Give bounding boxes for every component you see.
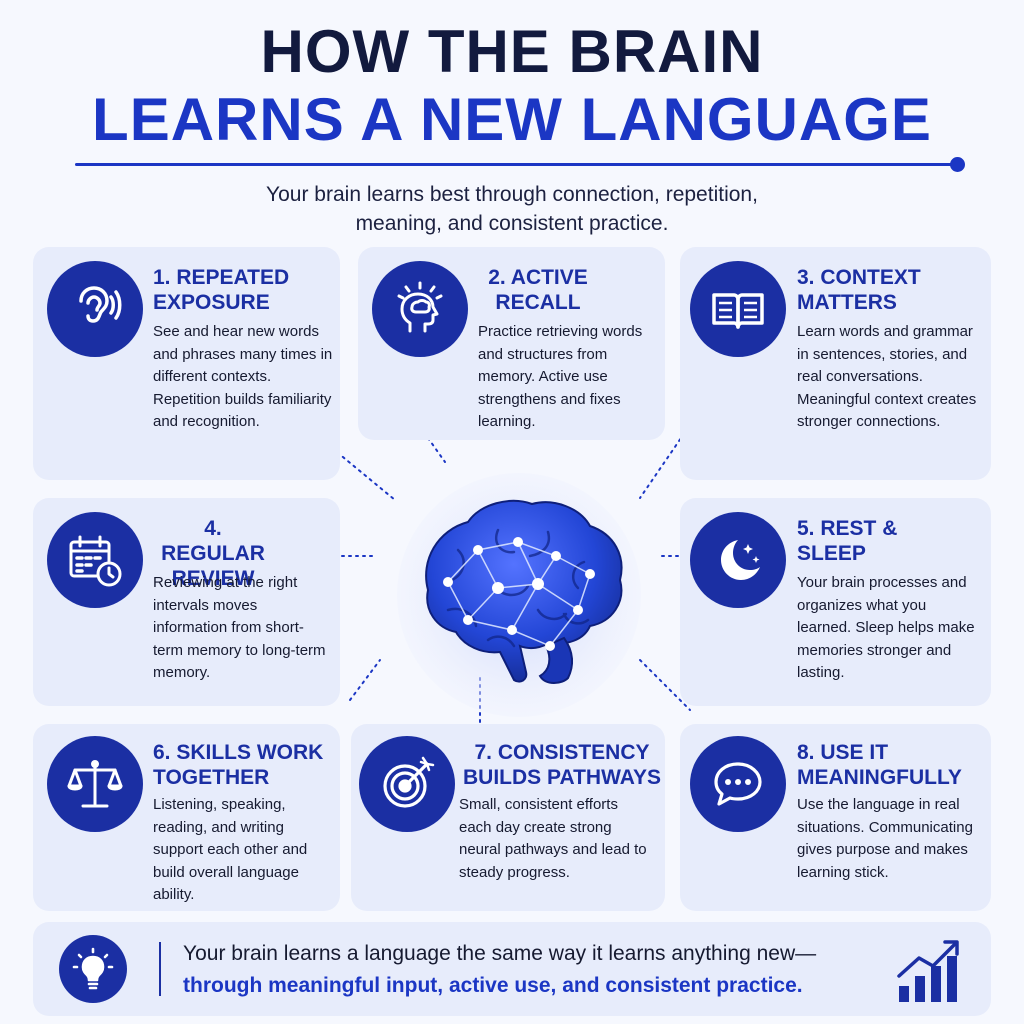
lightbulb-icon — [59, 935, 127, 1003]
card-context-matters: 3. CONTEXT MATTERS Learn words and gramm… — [680, 247, 991, 480]
card-rest-sleep: 5. REST & SLEEP Your brain processes and… — [680, 498, 991, 706]
title-divider-dot — [950, 157, 965, 172]
calendar-clock-icon — [47, 512, 143, 608]
card-title: 6. SKILLS WORK TOGETHER — [153, 741, 324, 789]
card-title: 5. REST & SLEEP — [797, 517, 898, 565]
card-body: Small, consistent efforts each day creat… — [459, 796, 647, 881]
title-divider — [75, 163, 957, 166]
card-body: Use the language in real situations. Com… — [797, 796, 973, 881]
card-title: 2. ACTIVE RECALL — [488, 266, 588, 314]
moon-stars-icon — [690, 512, 786, 608]
title-line-1: HOW THE BRAIN — [260, 18, 764, 85]
subtitle: Your brain learns best through connectio… — [0, 180, 1024, 238]
target-icon — [359, 736, 455, 832]
card-body: Learn words and grammar in sentences, st… — [797, 323, 977, 430]
card-regular-review: 4. REGULAR REVIEW Reviewing at the right… — [33, 498, 340, 706]
card-body: Practice retrieving words and structures… — [478, 323, 643, 430]
banner-line-1: Your brain learns a language the same wa… — [183, 942, 817, 965]
card-active-recall: 2. ACTIVE RECALL Practice retrieving wor… — [358, 247, 665, 440]
brain-icon — [397, 473, 641, 717]
subtitle-line-1: Your brain learns best through connectio… — [266, 183, 758, 206]
page-title: HOW THE BRAIN LEARNS A NEW LANGUAGE — [0, 22, 1024, 150]
card-title: 1. REPEATED EXPOSURE — [153, 266, 290, 314]
head-brain-icon — [372, 261, 468, 357]
card-consistency-builds-pathways: 7. CONSISTENCY BUILDS PATHWAYS Small, co… — [351, 724, 665, 911]
card-title: 3. CONTEXT MATTERS — [797, 266, 921, 314]
balance-scale-icon — [47, 736, 143, 832]
card-body: Your brain processes and organizes what … — [797, 574, 975, 681]
speech-bubble-icon — [690, 736, 786, 832]
subtitle-line-2: meaning, and consistent practice. — [355, 212, 669, 235]
card-use-it-meaningfully: 8. USE IT MEANINGFULLY Use the language … — [680, 724, 991, 911]
card-title: 4. REGULAR REVIEW — [161, 517, 265, 590]
card-title: 8. USE IT MEANINGFULLY — [797, 741, 962, 789]
title-line-2: LEARNS A NEW LANGUAGE — [92, 86, 932, 153]
brain-illustration — [378, 470, 660, 720]
card-repeated-exposure: 1. REPEATED EXPOSURE See and hear new wo… — [33, 247, 340, 480]
growth-chart-icon — [897, 940, 959, 1002]
card-skills-work-together: 6. SKILLS WORK TOGETHER Listening, speak… — [33, 724, 340, 911]
ear-icon — [47, 261, 143, 357]
open-book-icon — [690, 261, 786, 357]
card-title: 7. CONSISTENCY BUILDS PATHWAYS — [463, 741, 661, 789]
banner-divider — [159, 942, 161, 996]
card-body: Listening, speaking, reading, and writin… — [153, 796, 308, 903]
card-body: Reviewing at the right intervals moves i… — [153, 574, 326, 681]
banner-line-2: through meaningful input, active use, an… — [183, 974, 803, 997]
summary-banner: Your brain learns a language the same wa… — [33, 922, 991, 1016]
card-body: See and hear new words and phrases many … — [153, 323, 333, 430]
